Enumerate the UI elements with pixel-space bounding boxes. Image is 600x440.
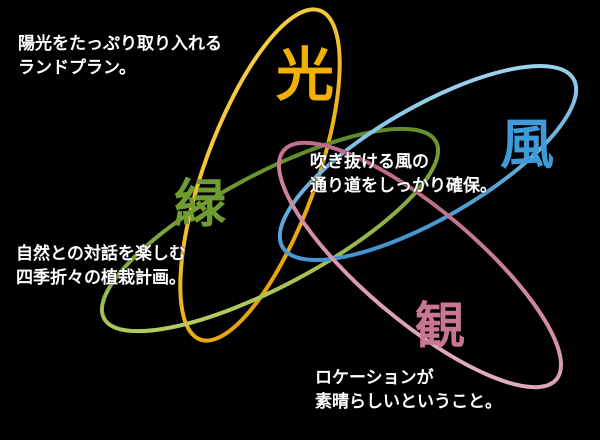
label-view: ロケーションが 素晴らしいということ。 [315,366,502,414]
kanji-view: 観 [415,298,465,354]
petal-ellipse-view [276,140,564,390]
label-green-line2: 四季折々の植栽計画。 [16,267,186,287]
label-light-line1: 陽光をたっぷり取り入れる [18,34,222,53]
petal-ellipse-light [178,7,342,343]
label-wind-line1: 吹き抜ける風の [310,152,429,171]
label-light-line2: ランドプラン。 [18,57,136,77]
label-view-line2: 素晴らしいということ。 [315,391,502,411]
label-green-line1: 自然との対話を楽しむ [16,244,186,263]
kanji-light: 光 [276,43,334,108]
petal-ellipse-green [99,126,441,334]
label-green: 自然との対話を楽しむ 四季折々の植栽計画。 [16,242,186,290]
kanji-green: 緑 [174,176,227,234]
petal-ellipse-wind [277,64,579,262]
label-wind: 吹き抜ける風の 通り道をしっかり確保。 [310,150,497,198]
label-light: 陽光をたっぷり取り入れる ランドプラン。 [18,32,222,80]
kanji-wind: 風 [500,115,554,175]
label-wind-line2: 通り道をしっかり確保。 [310,175,497,195]
label-view-line1: ロケーションが [315,368,434,387]
